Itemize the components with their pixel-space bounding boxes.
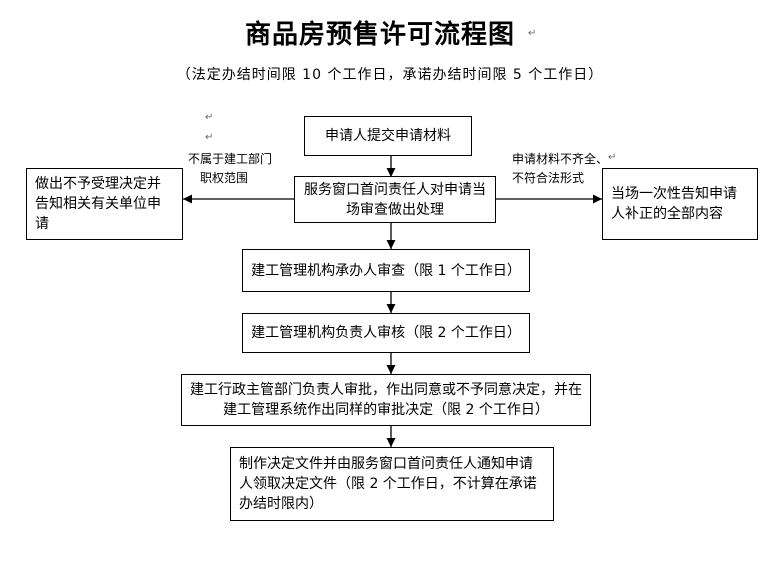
node-window-review-label: 服务窗口首问责任人对申请当场审查做出处理: [304, 181, 486, 218]
paragraph-mark: ↵: [528, 28, 537, 39]
paragraph-mark: ↵: [205, 132, 214, 143]
node-reject-decision: 做出不予受理决定并告知相关有关单位申请: [26, 168, 183, 240]
node-issue-decision-label: 制作决定文件并由服务窗口首问责任人通知申请人领取决定文件（限 2 个工作日，不计…: [239, 456, 537, 512]
node-head-audit-label: 建工管理机构负责人审核（限 2 个工作日）: [251, 325, 521, 341]
label-not-in-scope-line1: 不属于建工部门: [188, 152, 273, 166]
label-not-in-scope-line2: 职权范围: [200, 171, 249, 185]
paragraph-mark: ↵: [608, 152, 617, 163]
node-dept-approval: 建工行政主管部门负责人审批，作出同意或不予同意决定，并在建工管理系统作出同样的审…: [181, 374, 591, 426]
node-supplement-label: 当场一次性告知申请人补正的全部内容: [611, 186, 737, 222]
label-incomplete-line2: 不符合法形式: [512, 171, 585, 185]
node-submit-application: 申请人提交申请材料: [304, 116, 472, 156]
page-title: 商品房预售许可流程图: [244, 20, 515, 50]
node-handler-review-label: 建工管理机构承办人审查（限 1 个工作日）: [251, 262, 521, 279]
label-not-in-scope: 不属于建工部门 职权范围: [188, 150, 272, 188]
node-window-review: 服务窗口首问责任人对申请当场审查做出处理: [294, 176, 496, 223]
node-dept-approval-label: 建工行政主管部门负责人审批，作出同意或不予同意决定，并在建工管理系统作出同样的审…: [190, 382, 582, 418]
label-incomplete-materials: 申请材料不齐全、 不符合法形式: [512, 150, 608, 188]
node-supplement-notice: 当场一次性告知申请人补正的全部内容: [602, 168, 758, 240]
paragraph-mark: ↵: [205, 112, 214, 123]
node-reject-label: 做出不予受理决定并告知相关有关单位申请: [35, 176, 161, 232]
node-submit-label: 申请人提交申请材料: [325, 128, 451, 144]
node-issue-decision: 制作决定文件并由服务窗口首问责任人通知申请人领取决定文件（限 2 个工作日，不计…: [230, 447, 554, 521]
node-handler-review: 建工管理机构承办人审查（限 1 个工作日）: [242, 249, 530, 292]
label-incomplete-line1: 申请材料不齐全、: [512, 152, 609, 166]
page-subtitle: （法定办结时间限 10 个工作日，承诺办结时间限 5 个工作日）: [176, 67, 604, 83]
node-head-audit: 建工管理机构负责人审核（限 2 个工作日）: [242, 313, 530, 353]
